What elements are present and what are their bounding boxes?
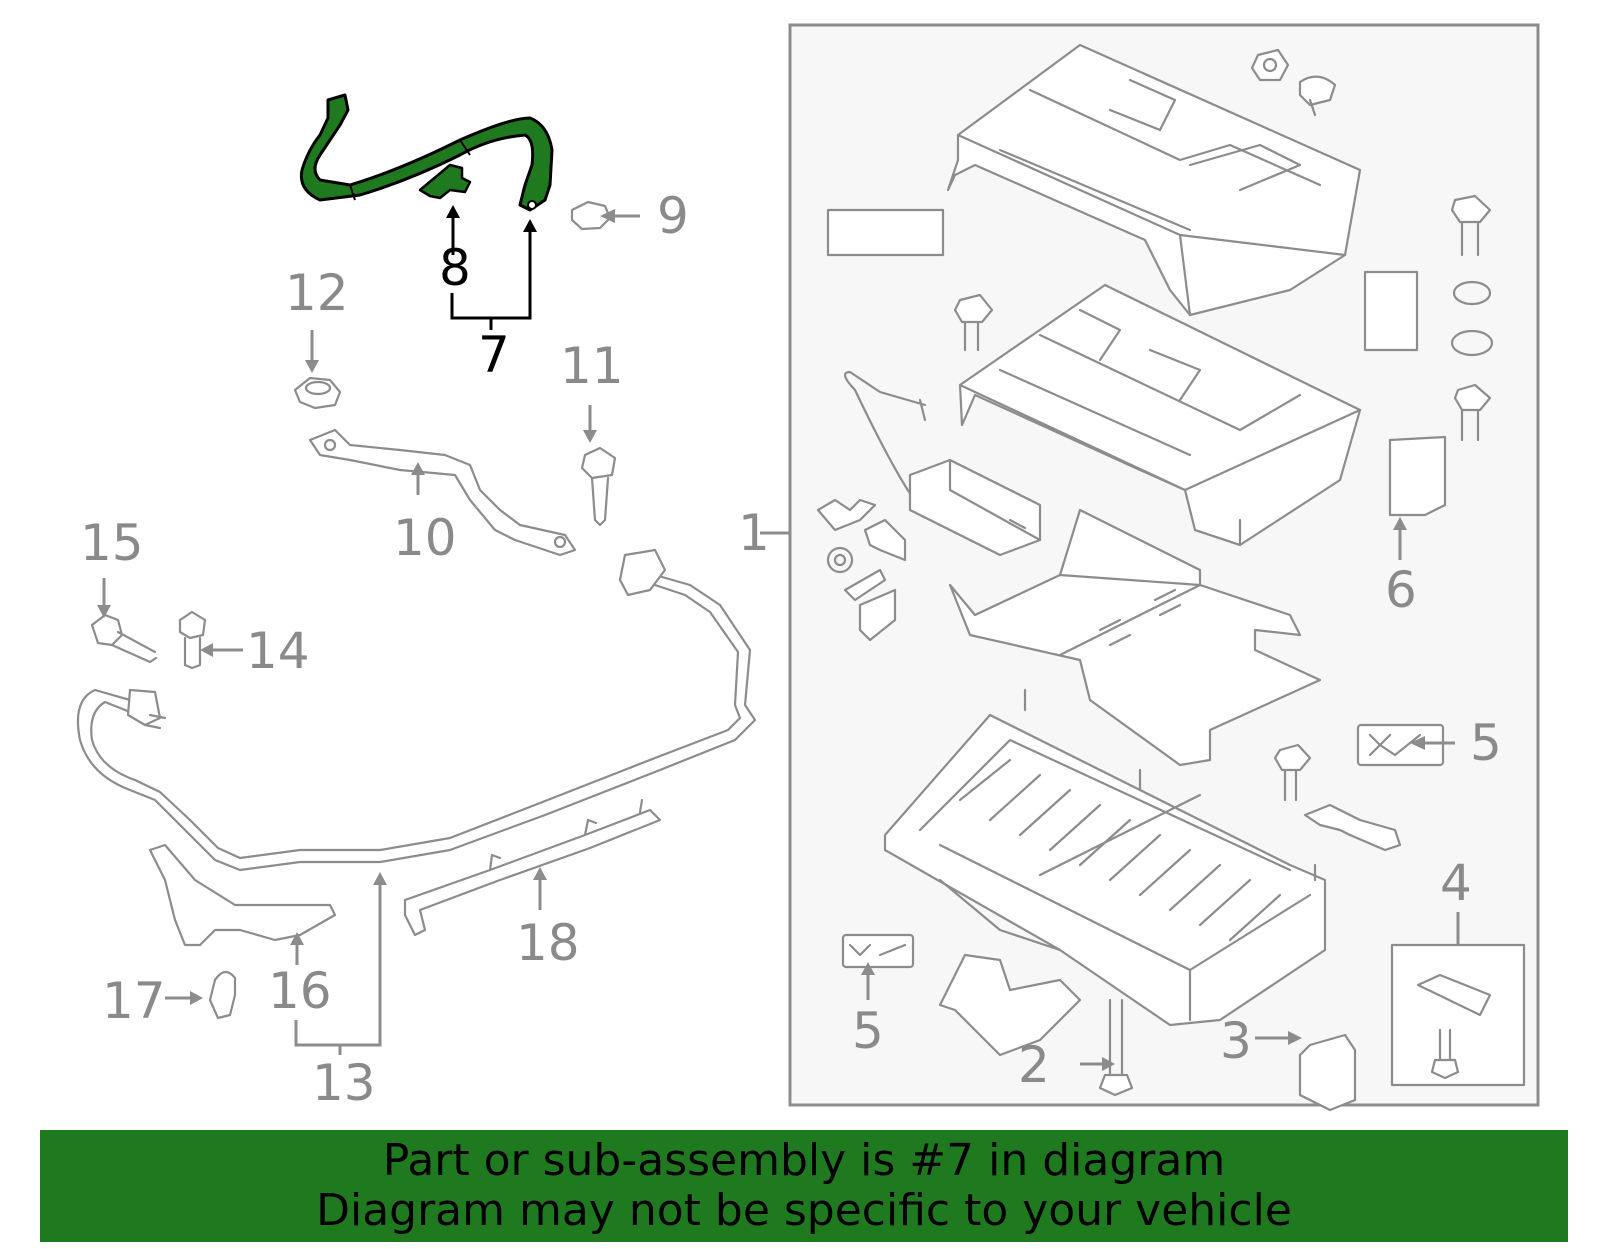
sensor-cable (843, 370, 1042, 557)
callout-3: 3 (1220, 1012, 1252, 1070)
callout-11: 11 (560, 337, 624, 395)
callout-8: 8 (439, 239, 471, 297)
callout-4: 4 (1440, 854, 1472, 912)
callout-6: 6 (1385, 561, 1417, 619)
part-11-bolt (580, 446, 617, 527)
battery-base-tray (883, 688, 1327, 1027)
part-8-clip-highlighted (418, 163, 472, 200)
info-banner: Part or sub-assembly is #7 in diagram Di… (40, 1130, 1568, 1242)
part-18-bracket (403, 798, 662, 937)
part-10-bracket (308, 428, 577, 557)
part-16-bracket (148, 843, 337, 947)
callout-17: 17 (102, 972, 166, 1030)
part-12-nut (293, 376, 342, 410)
callout-5-lower: 5 (852, 1002, 884, 1060)
part-14-bolt (178, 610, 207, 670)
banner-line-disclaimer: Diagram may not be specific to your vehi… (316, 1185, 1292, 1236)
part-17-clip (208, 970, 237, 1020)
callout-5-right: 5 (1470, 714, 1502, 772)
hardware-lower-right (841, 723, 1526, 1112)
callout-12: 12 (285, 264, 349, 322)
part-9-nut (570, 200, 612, 231)
callout-16: 16 (268, 962, 332, 1020)
banner-line-part: Part or sub-assembly is #7 in diagram (382, 1135, 1226, 1186)
callout-2: 2 (1018, 1036, 1050, 1094)
part-13-cable (76, 548, 757, 872)
hardware-upper-right (826, 48, 1494, 517)
small-brackets-left (816, 498, 907, 642)
callout-1: 1 (738, 504, 770, 562)
battery-top-cover (946, 43, 1362, 317)
part-7-cable-highlighted (299, 93, 554, 212)
callout-9: 9 (657, 187, 689, 245)
callout-10: 10 (393, 509, 457, 567)
heat-shield (948, 508, 1322, 767)
battery-mid-tray (958, 283, 1362, 547)
callout-7: 7 (478, 326, 510, 384)
callout-13: 13 (312, 1054, 376, 1112)
callout-18: 18 (516, 914, 580, 972)
part-15-bolt (90, 613, 158, 664)
callout-14: 14 (246, 622, 310, 680)
leader-lines (97, 205, 1460, 1071)
callout-15: 15 (80, 514, 144, 572)
